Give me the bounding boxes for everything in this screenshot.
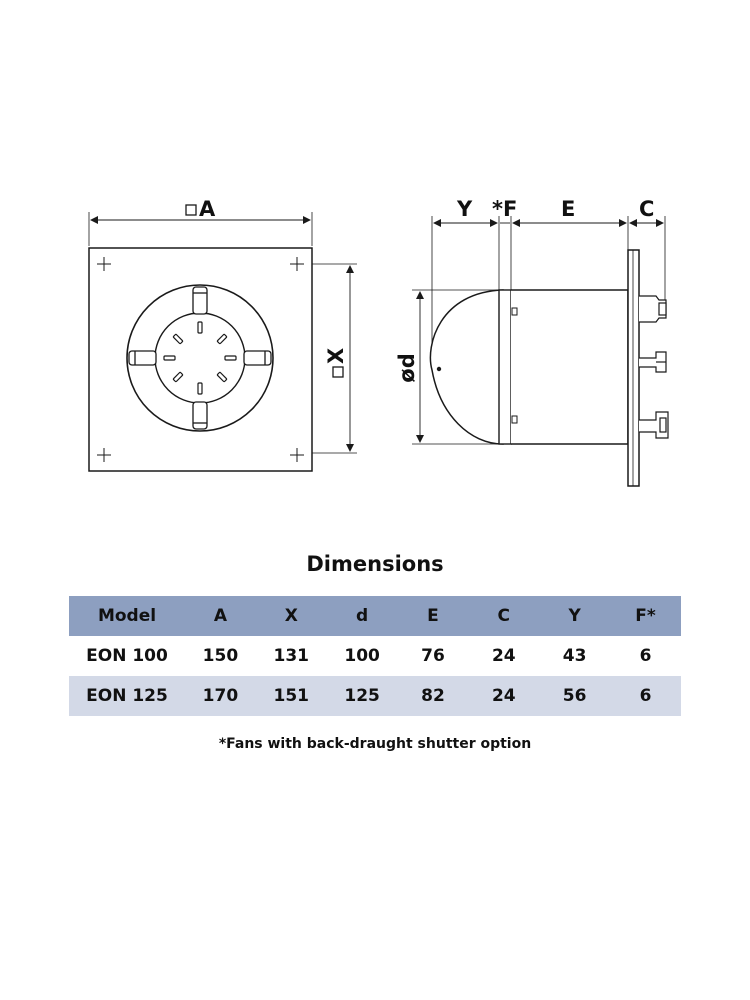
table-cell: 131: [273, 646, 310, 666]
rear-connectors: [639, 295, 669, 439]
table-cell: 76: [421, 646, 445, 666]
spoke-tabs: [128, 286, 272, 430]
table-header-row: Model A X d E C Y F*: [69, 596, 681, 636]
label-d: ød: [395, 353, 419, 382]
table-cell: 24: [491, 686, 516, 706]
table-cell: 6: [639, 686, 652, 706]
column-header: F*: [635, 606, 656, 626]
screw-marks: [97, 257, 304, 462]
column-header: A: [213, 606, 227, 626]
table-cell: EON 125: [86, 686, 168, 706]
column-header: d: [356, 606, 369, 626]
column-header: Model: [97, 606, 157, 626]
motor-body: [511, 289, 629, 445]
label-y: Y: [456, 197, 473, 221]
column-header: X: [284, 606, 298, 626]
table-cell: 150: [202, 646, 239, 666]
label-x: X: [324, 348, 348, 378]
table-row: EON 125 170 151 125 82 24 56 6: [69, 676, 681, 716]
table-cell: 6: [639, 646, 652, 666]
front-view: [88, 212, 357, 472]
technical-drawing: A X: [88, 197, 669, 487]
vent-slots: [163, 321, 237, 395]
column-header: C: [497, 606, 511, 626]
side-view: [412, 216, 669, 487]
table-cell: 100: [344, 646, 380, 666]
front-plate: [88, 247, 313, 472]
svg-text:A: A: [199, 197, 216, 221]
label-a: A: [185, 197, 216, 221]
table-cell: 43: [562, 646, 587, 666]
label-f: *F: [492, 197, 517, 221]
table-cell: 125: [344, 686, 380, 706]
front-cover-dome: [429, 289, 504, 445]
dimensions-table: Model A X d E C Y F* EON 100 150 131 100…: [69, 596, 681, 716]
table-row: EON 100 150 131 100 76 24 43 6: [69, 636, 681, 676]
svg-text:X: X: [324, 348, 348, 364]
table-cell: 56: [562, 686, 587, 706]
table-cell: 170: [202, 686, 239, 706]
wall-flange: [627, 249, 640, 487]
table-cell: EON 100: [86, 646, 168, 666]
dimensions-title: Dimensions: [306, 552, 444, 576]
label-e: E: [561, 197, 575, 221]
fan-outer-ring: [126, 284, 274, 432]
table-cell: 82: [421, 686, 445, 706]
label-c: C: [639, 197, 654, 221]
column-header: E: [427, 606, 439, 626]
footnote: *Fans with back-draught shutter option: [218, 736, 532, 752]
column-header: Y: [568, 606, 581, 626]
table-cell: 24: [491, 646, 516, 666]
table-cell: 151: [273, 686, 310, 706]
